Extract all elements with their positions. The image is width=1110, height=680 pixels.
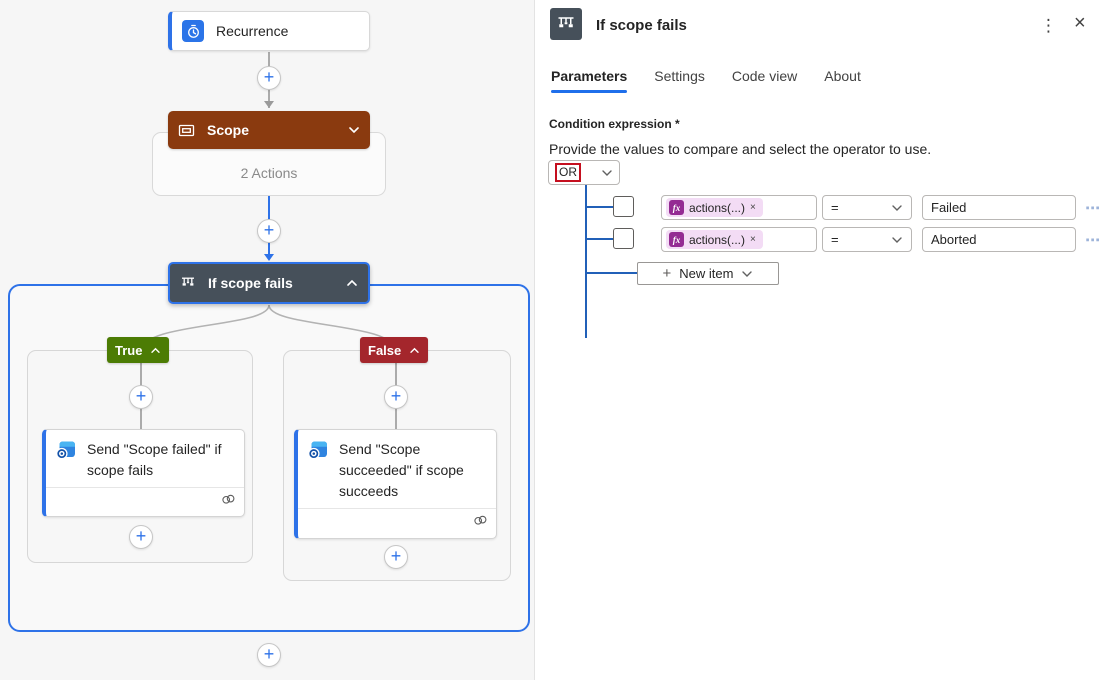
trigger-label: Recurrence [216,23,289,39]
dynamic-content-token[interactable]: fx actions(...) × [666,230,763,249]
true-branch-badge[interactable]: True [107,337,170,363]
recurrence-clock-icon [182,20,204,42]
token-label: actions(...) [689,232,746,247]
action-details-panel: If scope fails ⋮ × Parameters Settings C… [536,0,1110,680]
row-checkbox[interactable] [613,228,634,249]
condition-label: If scope fails [208,275,293,291]
remove-token-icon[interactable]: × [750,202,756,213]
false-branch-badge[interactable]: False [360,337,429,363]
true-label: True [115,342,143,358]
chevron-down-icon [892,236,902,243]
group-operator-dropdown[interactable]: OR [548,160,620,185]
operator-dropdown[interactable]: = [822,227,912,252]
insert-step-button[interactable]: + [129,385,153,409]
outlook-icon [307,439,329,502]
insert-step-button[interactable]: + [257,643,281,667]
connector-arrow [264,254,274,261]
more-actions-kebab-icon[interactable]: ⋮ [1040,16,1057,35]
new-item-button[interactable]: + New item [637,262,779,285]
flow-canvas: + Recurrence 2 Actions Scope + If scope … [0,0,535,680]
condition-operand-field[interactable]: fx actions(...) × [661,227,817,252]
chevron-down-icon [892,204,902,211]
token-label: actions(...) [689,200,746,215]
chevron-down-icon [742,270,753,277]
value-text: Aborted [931,232,977,247]
close-panel-icon[interactable]: × [1074,12,1086,34]
scope-actions-count: 2 Actions [240,165,298,181]
fx-icon: fx [669,232,684,247]
chevron-down-icon [602,169,612,176]
condition-operand-field[interactable]: fx actions(...) × [661,195,817,220]
scope-icon [178,123,195,138]
required-asterisk: * [675,117,680,131]
tab-code-view[interactable]: Code view [731,68,798,84]
group-operator-value: OR [555,163,581,182]
insert-step-button[interactable]: + [257,219,281,243]
value-input[interactable]: Aborted [922,227,1076,252]
condition-expression-description: Provide the values to compare and select… [549,141,932,157]
fx-icon: fx [669,200,684,215]
tab-parameters[interactable]: Parameters [551,68,628,93]
value-text: Failed [931,200,967,215]
condition-icon [180,275,196,291]
false-label: False [368,342,402,358]
tab-settings[interactable]: Settings [654,68,705,84]
insert-step-button[interactable]: + [384,385,408,409]
scope-label: Scope [207,122,250,138]
condition-tree-line [585,185,587,338]
chevron-up-icon [151,347,161,353]
connection-icon [221,494,236,505]
chevron-down-icon[interactable] [348,126,360,134]
row-checkbox[interactable] [613,196,634,217]
send-scope-succeeded-action-card[interactable]: Send "Scope succeeded" if scope succeeds [294,429,497,539]
outlook-icon [55,439,77,481]
condition-panel-icon [550,8,582,40]
operator-value: = [831,232,839,247]
action-title: Send "Scope failed" if scope fails [87,441,222,478]
chevron-up-icon [410,347,419,353]
chevron-up-icon[interactable] [346,279,358,287]
value-input[interactable]: Failed [922,195,1076,220]
plus-icon: + [662,265,672,282]
condition-node[interactable]: If scope fails [168,262,370,304]
condition-tree-line [585,238,613,240]
remove-token-icon[interactable]: × [750,234,756,245]
condition-tree-line [585,206,613,208]
action-title: Send "Scope succeeded" if scope succeeds [339,441,464,499]
operator-value: = [831,200,839,215]
operator-dropdown[interactable]: = [822,195,912,220]
scope-action-card[interactable]: Scope [168,111,370,149]
connection-icon [473,515,488,526]
insert-step-button[interactable]: + [257,66,281,90]
tab-about[interactable]: About [824,68,861,84]
insert-step-button[interactable]: + [129,525,153,549]
panel-title: If scope fails [596,17,687,34]
recurrence-trigger-card[interactable]: Recurrence [168,11,370,51]
new-item-label: New item [679,266,734,281]
insert-step-button[interactable]: + [384,545,408,569]
condition-expression-label: Condition expression * [549,117,680,131]
connector-arrow [264,101,274,108]
condition-tree-line [585,272,637,274]
row-more-options-icon[interactable]: ⋯ [1085,200,1101,217]
dynamic-content-token[interactable]: fx actions(...) × [666,198,763,217]
row-more-options-icon[interactable]: ⋯ [1085,232,1101,249]
send-scope-failed-action-card[interactable]: Send "Scope failed" if scope fails [42,429,245,517]
panel-tabs: Parameters Settings Code view About [551,68,861,93]
